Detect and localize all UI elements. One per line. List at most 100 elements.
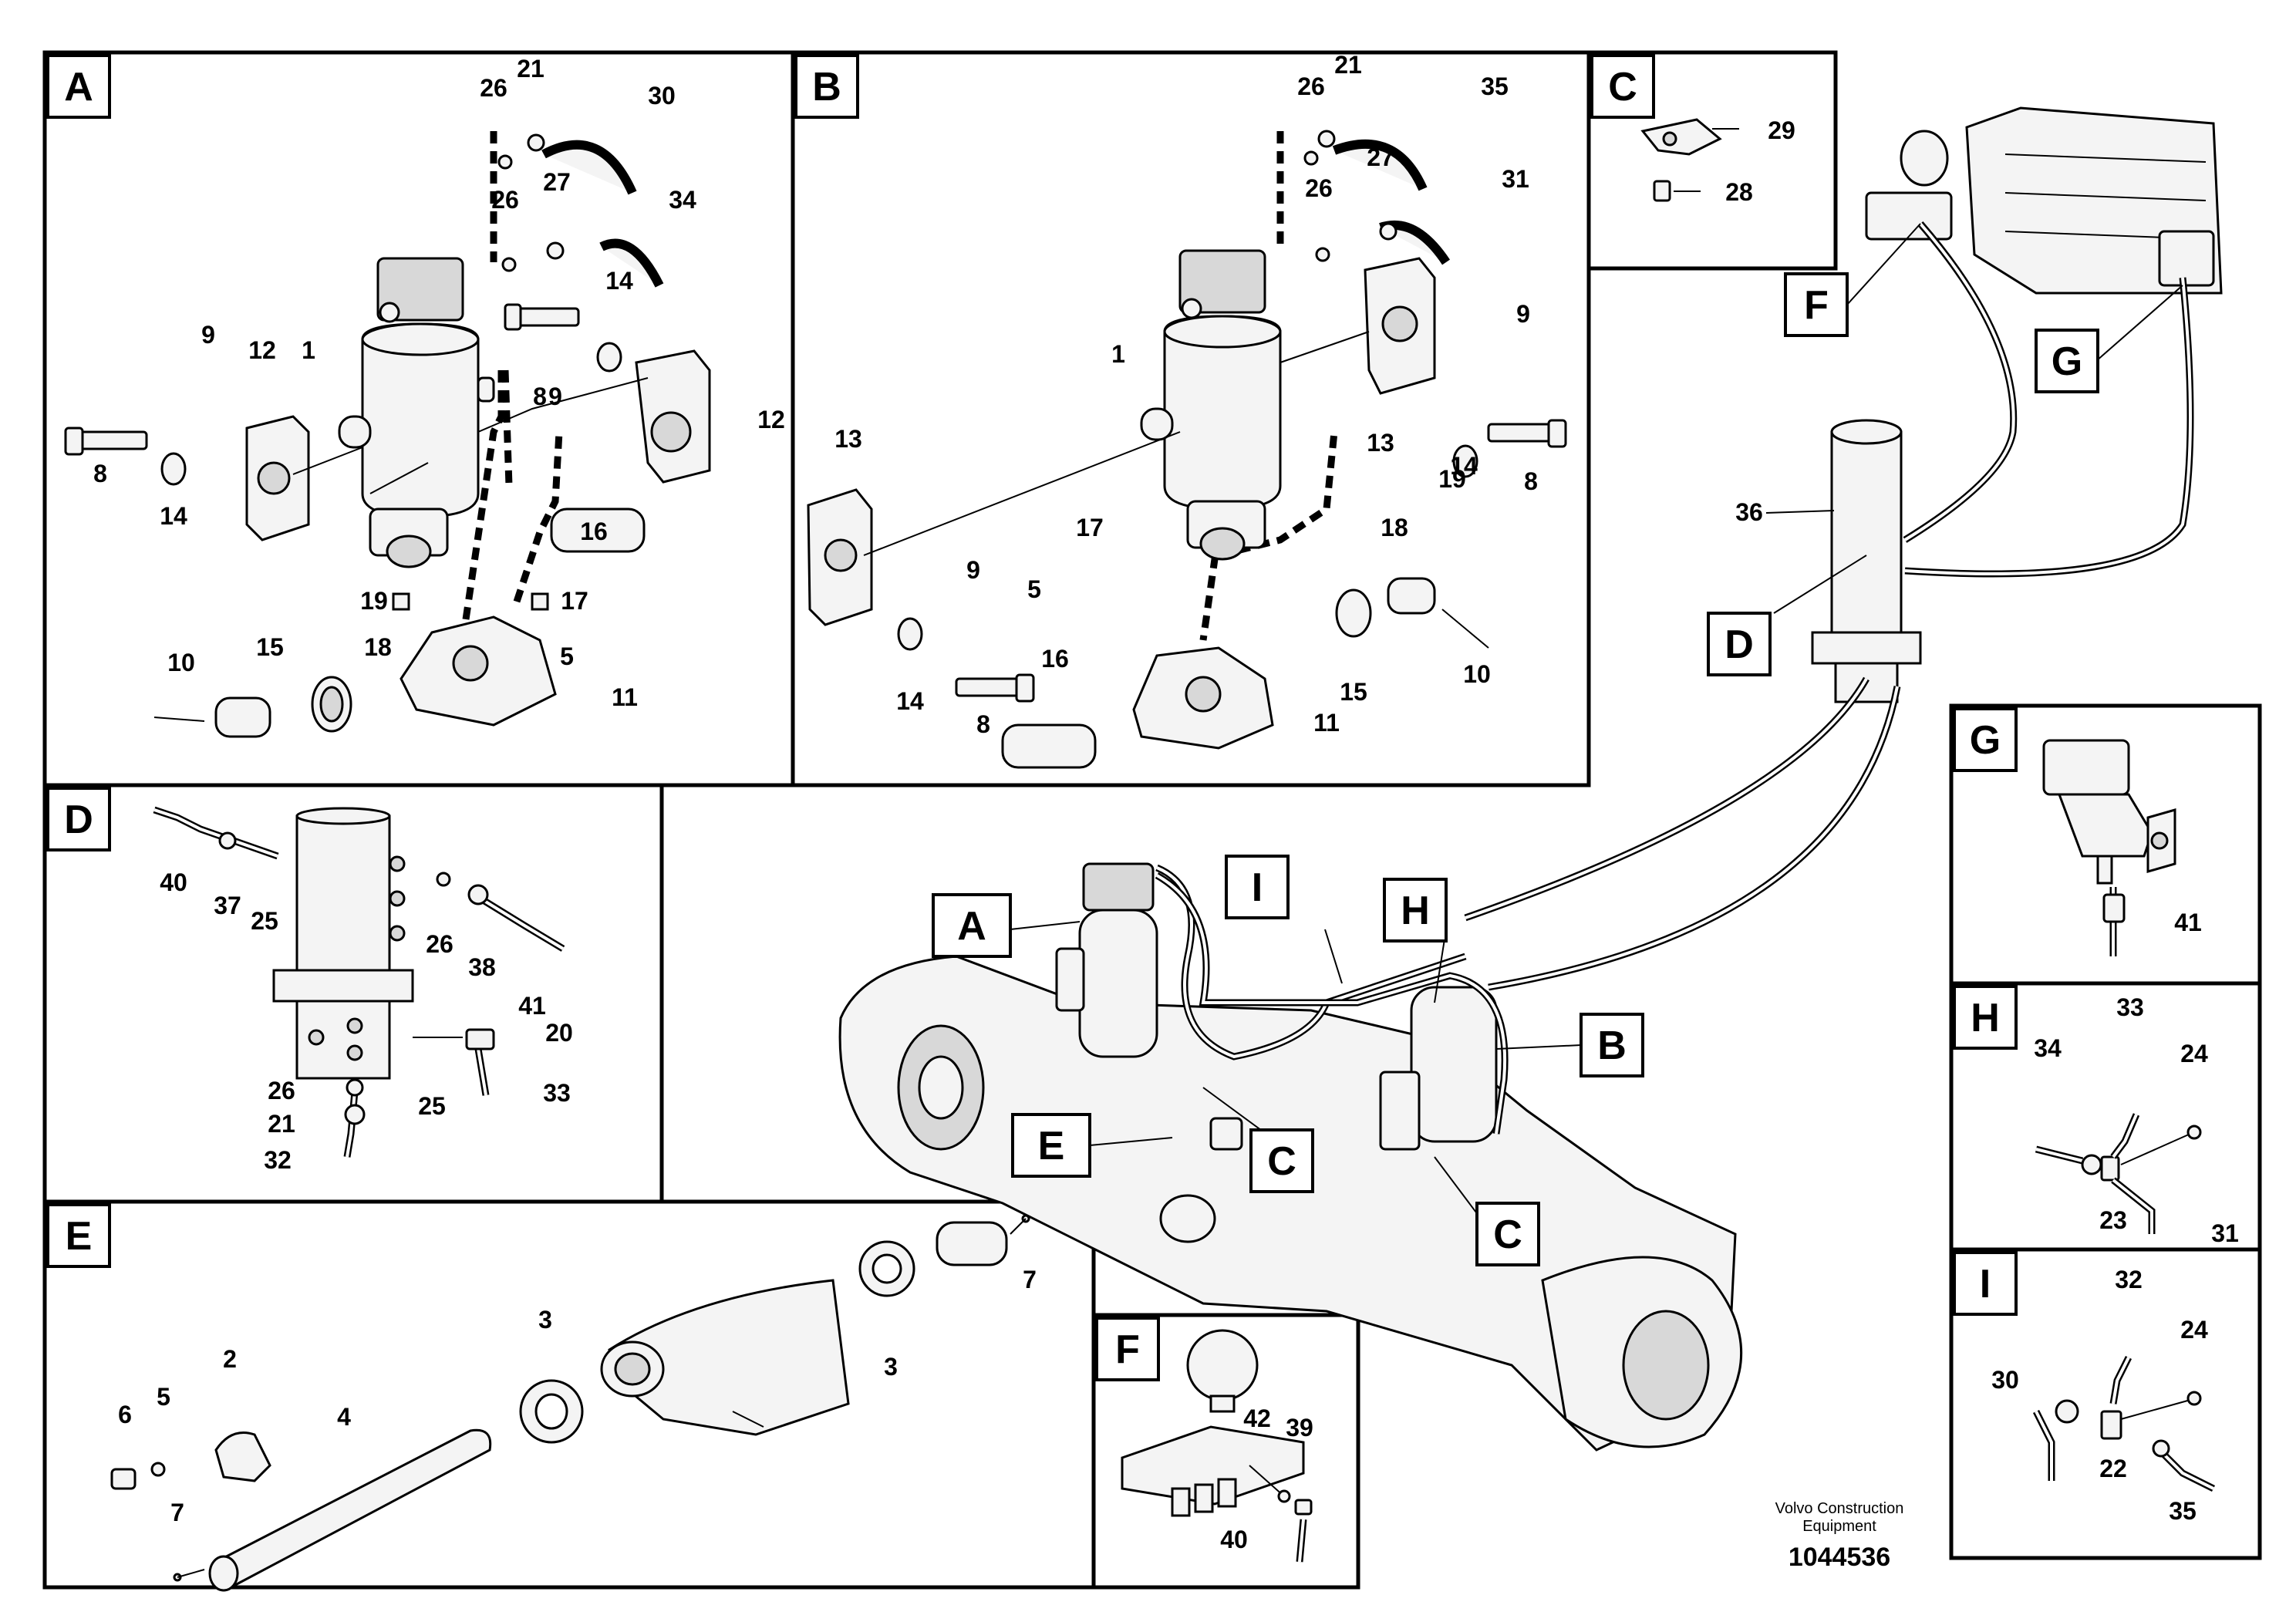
panel-g-drawing — [2042, 739, 2176, 956]
svg-text:I: I — [1252, 865, 1263, 910]
callout-b-14: 14 — [896, 687, 924, 715]
tag-e: E — [46, 1203, 111, 1268]
callout-b-18: 18 — [1381, 514, 1408, 541]
callout-a-1: 1 — [302, 336, 315, 364]
svg-text:B: B — [1597, 1023, 1627, 1068]
callout-b-15: 15 — [1340, 678, 1367, 706]
svg-text:H: H — [1971, 996, 2000, 1040]
tag-d: D — [46, 787, 111, 851]
callout-a-17: 17 — [561, 587, 588, 615]
svg-text:C: C — [1608, 65, 1637, 110]
callout-d-26: 26 — [426, 930, 453, 958]
panel-b-frame — [791, 50, 1591, 787]
callout-a-16: 16 — [580, 518, 608, 545]
callout-e-7: 7 — [170, 1499, 184, 1526]
tag-g: G — [1953, 707, 2018, 772]
tag-b: B — [794, 54, 859, 119]
svg-text:A: A — [957, 904, 986, 949]
callout-f-39: 39 — [1286, 1414, 1313, 1442]
panel-i-drawing — [2032, 1355, 2216, 1492]
callout-a-5: 5 — [560, 642, 574, 670]
callout-e-6: 6 — [118, 1401, 132, 1428]
callout-a-26: 26 — [491, 186, 519, 214]
callout-overview-36: 36 — [1735, 498, 1763, 526]
callout-b-10: 10 — [1463, 660, 1491, 688]
svg-text:C: C — [1267, 1139, 1296, 1184]
callout-b-1: 1 — [1111, 340, 1125, 368]
overview-tag-i: I — [1225, 855, 1290, 919]
callout-a-30: 30 — [648, 82, 676, 110]
callout-b-8: 8 — [1524, 467, 1538, 495]
overview-tag-c-right: C — [1475, 1202, 1540, 1266]
callout-a-8: 8 — [93, 460, 107, 487]
callout-h-24: 24 — [2180, 1040, 2208, 1067]
callout-d-37: 37 — [214, 892, 241, 919]
overview-tag-c-left: C — [1249, 1128, 1314, 1193]
panel-c-drawing — [1640, 118, 1739, 202]
callout-f-40: 40 — [1220, 1526, 1248, 1553]
callout-b-26: 26 — [1297, 73, 1325, 100]
callout-b-8: 8 — [976, 710, 990, 738]
callout-b-13: 13 — [834, 425, 862, 453]
callout-b-13: 13 — [1367, 429, 1394, 457]
callout-g-41: 41 — [2174, 909, 2202, 936]
callout-b-31: 31 — [1502, 165, 1529, 193]
callout-a-12: 12 — [757, 406, 785, 433]
callout-a-27: 27 — [543, 168, 571, 196]
callout-h-34: 34 — [2034, 1034, 2062, 1062]
callout-d-38: 38 — [468, 953, 496, 981]
callout-a-10: 10 — [167, 649, 195, 676]
callout-a-18: 18 — [364, 633, 392, 661]
tag-h: H — [1953, 985, 2018, 1050]
callout-e-7: 7 — [1023, 1266, 1037, 1293]
callout-b-27: 27 — [1367, 143, 1394, 171]
callout-i-24: 24 — [2180, 1316, 2208, 1344]
svg-text:D: D — [64, 798, 93, 842]
callout-i-32: 32 — [2115, 1266, 2143, 1293]
callout-b-17: 17 — [1076, 514, 1104, 541]
callout-d-32: 32 — [264, 1146, 292, 1174]
callout-a-15: 15 — [256, 633, 284, 661]
callout-b-21: 21 — [1334, 51, 1362, 79]
callout-e-4: 4 — [337, 1403, 351, 1431]
callout-b-16: 16 — [1041, 645, 1069, 673]
callout-c-28: 28 — [1725, 178, 1753, 206]
tag-i: I — [1953, 1251, 2018, 1316]
overview-tag-a: A — [932, 893, 1012, 958]
callout-b-5: 5 — [1027, 575, 1041, 603]
callout-d-41: 41 — [518, 992, 546, 1020]
tag-f: F — [1095, 1317, 1160, 1381]
callout-e-2: 2 — [223, 1345, 237, 1373]
callout-e-5: 5 — [157, 1383, 170, 1411]
panel-b-drawing — [807, 130, 1567, 769]
callout-e-3: 3 — [884, 1353, 898, 1381]
svg-text:C: C — [1493, 1212, 1522, 1257]
callout-b-11: 11 — [1313, 709, 1340, 737]
callout-a-8: 8 — [533, 383, 547, 410]
callout-a-21: 21 — [517, 55, 544, 83]
callout-a-11: 11 — [612, 683, 638, 711]
svg-text:H: H — [1401, 889, 1430, 933]
callout-a-12: 12 — [248, 336, 276, 364]
callout-h-23: 23 — [2099, 1206, 2127, 1234]
svg-text:E: E — [1038, 1124, 1065, 1168]
document-number: 1044536 — [1789, 1543, 1890, 1572]
overview-tag-h: H — [1383, 878, 1448, 943]
panel-a-drawing — [64, 131, 711, 738]
svg-text:E: E — [66, 1214, 93, 1259]
callout-a-14: 14 — [160, 502, 187, 530]
panel-c-frame — [1586, 50, 1838, 271]
callout-b-9: 9 — [1516, 300, 1530, 328]
callout-b-26: 26 — [1305, 174, 1333, 202]
overview-tag-d: D — [1707, 612, 1772, 676]
tag-a: A — [46, 54, 111, 119]
overview-tag-g: G — [2035, 329, 2099, 393]
callout-d-25: 25 — [418, 1092, 446, 1120]
svg-text:A: A — [64, 65, 93, 110]
overview-drawing — [838, 106, 2223, 1452]
callout-b-35: 35 — [1481, 73, 1509, 100]
panel-f-frame — [1091, 1313, 1360, 1590]
overview-tag-b: B — [1580, 1013, 1644, 1077]
